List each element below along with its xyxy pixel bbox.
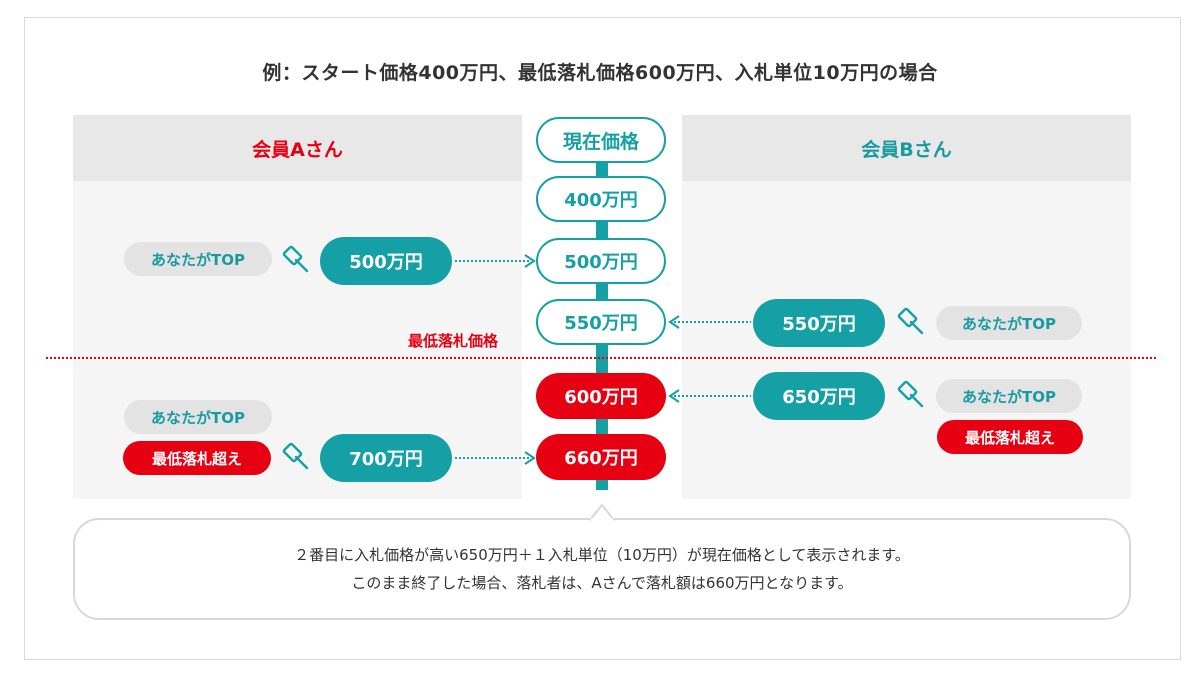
price-step: 550万円 bbox=[536, 299, 666, 345]
gavel-icon bbox=[897, 307, 924, 335]
top-bidder-tag: あなたがTOP bbox=[936, 379, 1082, 413]
bid-b-650: 650万円 bbox=[753, 372, 885, 420]
price-step-above-minimum: 600万円 bbox=[536, 373, 666, 419]
top-bidder-tag: あなたがTOP bbox=[124, 242, 272, 276]
gavel-icon bbox=[282, 442, 309, 470]
bid-arrow bbox=[455, 254, 536, 268]
member-b-header: 会員Bさん bbox=[682, 115, 1131, 181]
bid-b-550: 550万円 bbox=[753, 299, 885, 347]
member-a-header: 会員Aさん bbox=[73, 115, 522, 181]
minimum-price-label: 最低落札価格 bbox=[408, 332, 499, 350]
price-step-above-minimum: 660万円 bbox=[536, 434, 666, 480]
above-minimum-tag: 最低落札超え bbox=[937, 420, 1083, 454]
member-a-label: 会員Aさん bbox=[252, 138, 343, 161]
gavel-icon bbox=[282, 245, 309, 273]
explanation-line-1: ２番目に入札価格が高い650万円＋１入札単位（10万円）が現在価格として表示され… bbox=[294, 546, 910, 564]
price-step: 500万円 bbox=[536, 238, 666, 284]
gavel-icon bbox=[897, 380, 924, 408]
price-step: 400万円 bbox=[536, 176, 666, 222]
above-minimum-tag: 最低落札超え bbox=[123, 441, 271, 475]
bid-a-500: 500万円 bbox=[320, 237, 452, 285]
top-bidder-tag: あなたがTOP bbox=[936, 306, 1082, 340]
member-b-label: 会員Bさん bbox=[861, 138, 952, 161]
callout-pointer bbox=[590, 503, 614, 521]
bid-arrow bbox=[668, 315, 751, 329]
diagram-title: 例：スタート価格400万円、最低落札価格600万円、入札単位10万円の場合 bbox=[262, 62, 938, 84]
bid-arrow bbox=[668, 389, 751, 403]
current-price-header: 現在価格 bbox=[536, 117, 666, 163]
top-bidder-tag: あなたがTOP bbox=[124, 400, 272, 434]
minimum-price-line bbox=[46, 357, 1156, 359]
explanation-line-2: このまま終了した場合、落札者は、Aさんで落札額は660万円となります。 bbox=[351, 574, 853, 592]
explanation-callout: ２番目に入札価格が高い650万円＋１入札単位（10万円）が現在価格として表示され… bbox=[73, 518, 1131, 620]
bid-a-700: 700万円 bbox=[320, 434, 452, 482]
bid-arrow bbox=[455, 451, 536, 465]
